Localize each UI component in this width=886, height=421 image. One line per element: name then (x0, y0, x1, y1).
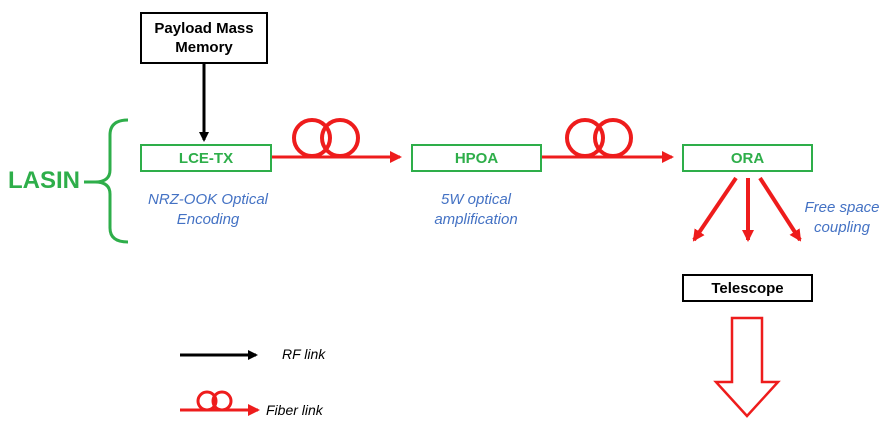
payload-mass-memory-block: Payload Mass Memory (140, 12, 268, 64)
fiber-link-1 (272, 118, 402, 163)
lasin-bracket (94, 118, 129, 244)
free-space-arrows (692, 176, 802, 242)
output-beam-arrow (713, 316, 781, 418)
legend-rf-label: RF link (282, 346, 326, 362)
legend-fiber-label: Fiber link (266, 402, 323, 418)
hpoa-block: HPOA (411, 144, 542, 172)
lasin-label: LASIN (8, 167, 80, 194)
ora-note: Free space coupling (804, 199, 880, 236)
telescope-block: Telescope (682, 274, 813, 302)
legend-fiber-symbol (180, 390, 260, 416)
ora-block: ORA (682, 144, 813, 172)
fiber-link-2 (542, 118, 674, 163)
lce-tx-block: LCE-TX (140, 144, 272, 172)
lce-tx-note: NRZ-OOK Optical Encoding (147, 191, 268, 228)
hpoa-note: 5W optical amplification (434, 191, 518, 228)
